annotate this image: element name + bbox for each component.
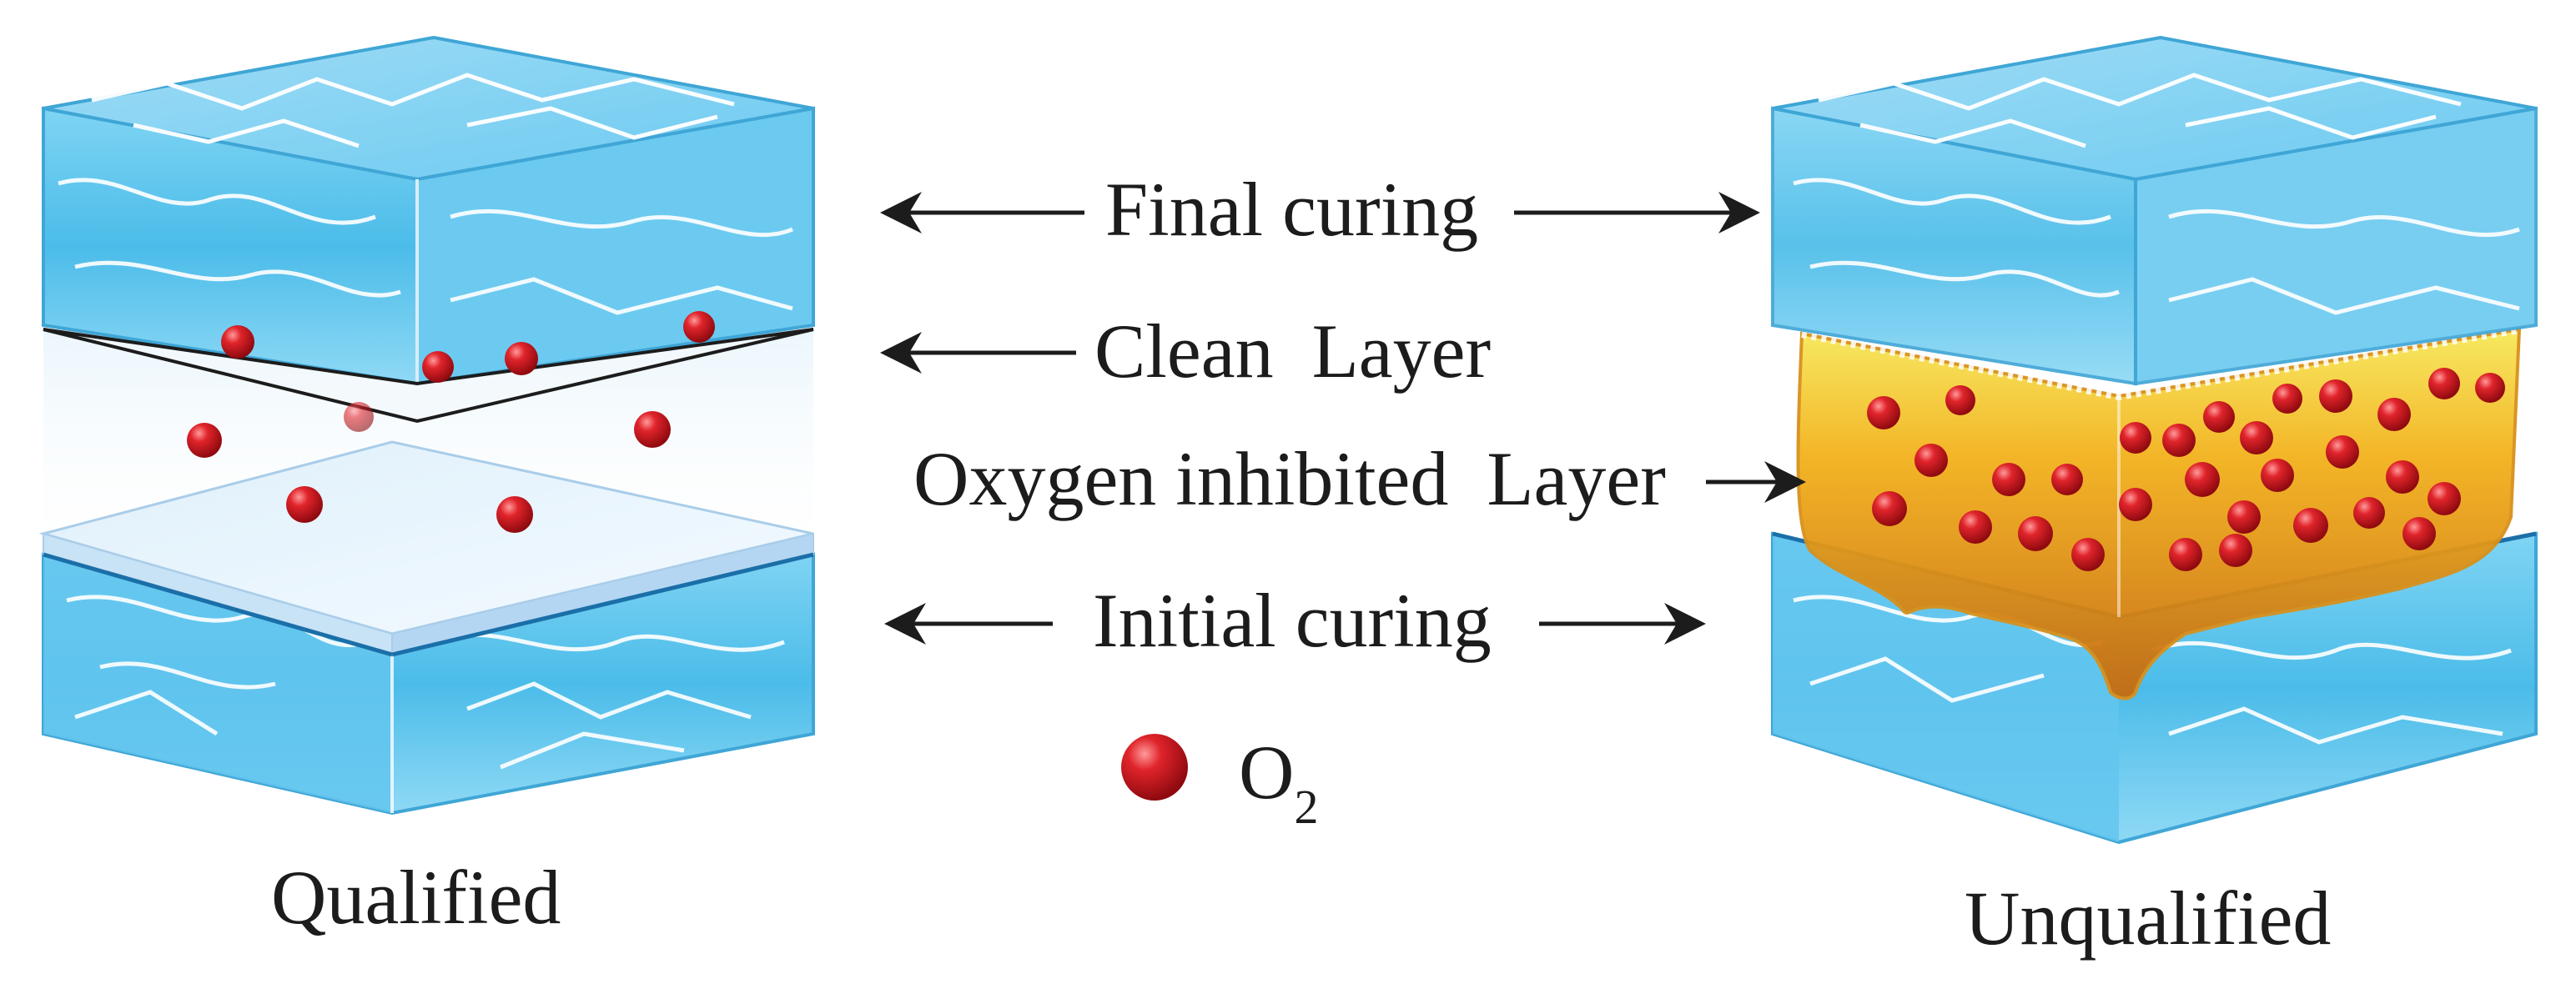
qualified-stack [38, 35, 815, 816]
unqualified-label: Unqualified [1965, 876, 2332, 961]
oxygen-inhibited-layer-label: Oxygen inhibited Layer [913, 436, 1666, 521]
arrows [880, 192, 1806, 645]
clean-layer-plane [43, 328, 814, 424]
left-top-block [42, 35, 815, 424]
final-curing-label: Final curing [1105, 167, 1479, 252]
unqualified-stack [1771, 35, 2538, 845]
qualified-label: Qualified [271, 855, 561, 940]
oxygen-inhibited-gel [1796, 325, 2522, 700]
left-bottom-block [38, 440, 815, 816]
left-oxygen-molecules [187, 311, 715, 533]
right-top-block [1771, 35, 2538, 386]
initial-curing-label: Initial curing [1093, 578, 1492, 663]
right-oxygen-molecules [1867, 368, 2505, 571]
oxygen-symbol: O [1239, 730, 1295, 815]
oxygen-legend-label: O2 [1239, 734, 1318, 831]
clean-layer-label: Clean Layer [1094, 309, 1492, 394]
oxygen-subscript: 2 [1294, 780, 1319, 834]
oxygen-legend-marker [1121, 734, 1188, 801]
